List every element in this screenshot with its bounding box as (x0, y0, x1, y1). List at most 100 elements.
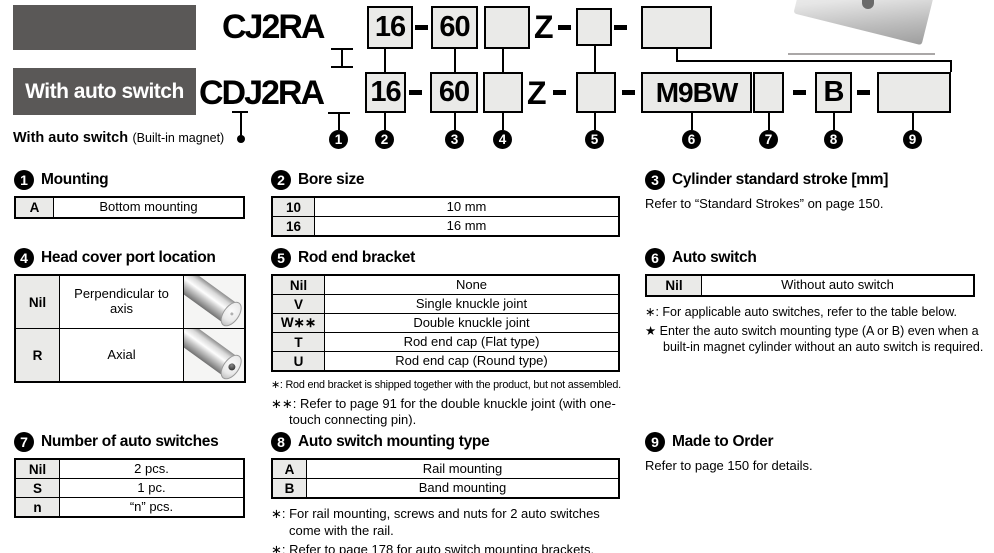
code-cell: T (273, 333, 325, 351)
section-header: 4 Head cover port location (14, 248, 254, 268)
section-title: Rod end bracket (298, 249, 415, 266)
section-made-to-order: 9 Made to Order Refer to page 150 for de… (645, 432, 990, 473)
auto-switch-notes: ∗: For applicable auto switches, refer t… (645, 304, 990, 355)
dash (614, 25, 627, 30)
cylinder-cap-graphic (216, 351, 244, 381)
bore-box-row1: 16 (367, 6, 413, 49)
desc-cell: 10 mm (446, 198, 487, 214)
desc-cell: 2 pcs. (134, 460, 169, 476)
connector-line (384, 49, 386, 72)
callout-3: 3 (445, 130, 464, 149)
product-photo-port (862, 0, 874, 9)
section-number-badge: 7 (14, 432, 34, 452)
section-number-badge: 5 (271, 248, 291, 268)
table-row: R Axial (16, 328, 244, 381)
desc-cell: Rail mounting (422, 460, 503, 476)
section-header: 1 Mounting (14, 170, 254, 190)
rod-end-bracket-table: Nil None V Single knuckle joint W∗∗ Doub… (271, 274, 620, 372)
made-to-order-box-row1 (641, 6, 712, 49)
suffix-z-row2: Z (527, 74, 547, 111)
table-row: W∗∗ Double knuckle joint (273, 313, 618, 332)
with-auto-switch-header-box: With auto switch (13, 68, 196, 115)
switch-mounting-notes: ∗: For rail mounting, screws and nuts fo… (271, 506, 623, 553)
stroke-box-row1: 60 (431, 6, 478, 49)
connector-line (594, 46, 596, 72)
callout-6: 6 (682, 130, 701, 149)
table-row: Nil Without auto switch (647, 276, 973, 295)
section-standard-stroke: 3 Cylinder standard stroke [mm] Refer to… (645, 170, 990, 211)
section-number-badge: 2 (271, 170, 291, 190)
model-prefix-standard: CJ2RA (222, 7, 325, 46)
connector-line (341, 48, 343, 68)
dash (553, 90, 566, 95)
dash (415, 25, 428, 30)
desc-cell: Without auto switch (781, 277, 894, 293)
stroke-note: Refer to “Standard Strokes” on page 150. (645, 196, 884, 211)
connector-line (502, 113, 504, 130)
with-auto-switch-label: With auto switch (25, 79, 184, 103)
section-title: Auto switch (672, 249, 757, 266)
mounting-type-box: B (815, 72, 852, 113)
desc-cell: Axial (60, 329, 184, 381)
bore-size-table: 10 10 mm 16 16 mm (271, 196, 620, 237)
cylinder-axial-port-image (184, 329, 244, 381)
dash (409, 90, 422, 95)
code-cell: U (273, 352, 325, 370)
port-location-box-row2 (483, 72, 523, 113)
section-title: Made to Order (672, 433, 774, 450)
code-cell: V (273, 295, 325, 313)
section-header: 8 Auto switch mounting type (271, 432, 623, 452)
footnote: ★ Enter the auto switch mounting type (A… (645, 324, 984, 354)
code-cell: B (273, 479, 307, 497)
code-cell: Nil (16, 460, 60, 478)
code-cell: A (273, 460, 307, 478)
part-number-diagram: With auto switch CJ2RA 16 60 Z CDJ2RA 16… (0, 0, 994, 162)
cylinder-perpendicular-port-image (184, 276, 244, 328)
table-row: Nil None (273, 276, 618, 294)
code-cell: S (16, 479, 60, 497)
section-title: Cylinder standard stroke [mm] (672, 171, 889, 188)
switch-qty-box (753, 72, 784, 113)
section-header: 9 Made to Order (645, 432, 990, 452)
table-row: U Rod end cap (Round type) (273, 351, 618, 370)
connector-line (676, 49, 678, 62)
callout-7: 7 (759, 130, 778, 149)
section-title: Head cover port location (41, 249, 216, 266)
section-rod-end-bracket: 5 Rod end bracket Nil None V Single knuc… (271, 248, 623, 429)
photo-divider-line (788, 53, 935, 55)
connector-line (454, 49, 456, 72)
switch-quantity-table: Nil 2 pcs. S 1 pc. n “n” pcs. (14, 458, 245, 518)
section-header: 6 Auto switch (645, 248, 990, 268)
callout-8: 8 (824, 130, 843, 149)
callout-9: 9 (903, 130, 922, 149)
connector-line (768, 113, 770, 130)
connector-line (384, 113, 386, 130)
suffix-z-row1: Z (534, 8, 554, 45)
footnote: ∗: Rod end bracket is shipped together w… (271, 379, 621, 391)
section-number-badge: 1 (14, 170, 34, 190)
section-title: Bore size (298, 171, 365, 188)
desc-cell: Perpendicular to axis (60, 276, 184, 328)
section-auto-switch: 6 Auto switch Nil Without auto switch ∗:… (645, 248, 990, 355)
desc-cell: None (455, 276, 488, 292)
cylinder-rod-graphic (184, 276, 244, 328)
connector-line (240, 112, 242, 137)
stroke-box-row2: 60 (430, 72, 478, 113)
desc-cell: 1 pc. (137, 479, 166, 495)
rod-end-bracket-box-row2 (576, 72, 616, 113)
made-to-order-note: Refer to page 150 for details. (645, 458, 813, 473)
section-switch-mounting-type: 8 Auto switch mounting type A Rail mount… (271, 432, 623, 553)
desc-cell: Single knuckle joint (415, 295, 528, 311)
desc-cell: “n” pcs. (129, 498, 174, 514)
connector-line (833, 113, 835, 130)
port-location-table: Nil Perpendicular to axis R Axial (14, 274, 246, 383)
made-to-order-box-row2 (877, 72, 951, 113)
section-title: Number of auto switches (41, 433, 219, 450)
bore-box-row2: 16 (365, 72, 406, 113)
table-row: n “n” pcs. (16, 497, 243, 516)
dash (558, 25, 571, 30)
desc-cell: Bottom mounting (99, 199, 198, 215)
desc-cell: 16 mm (446, 217, 487, 233)
code-cell: Nil (16, 276, 60, 328)
table-row: T Rod end cap (Flat type) (273, 332, 618, 351)
